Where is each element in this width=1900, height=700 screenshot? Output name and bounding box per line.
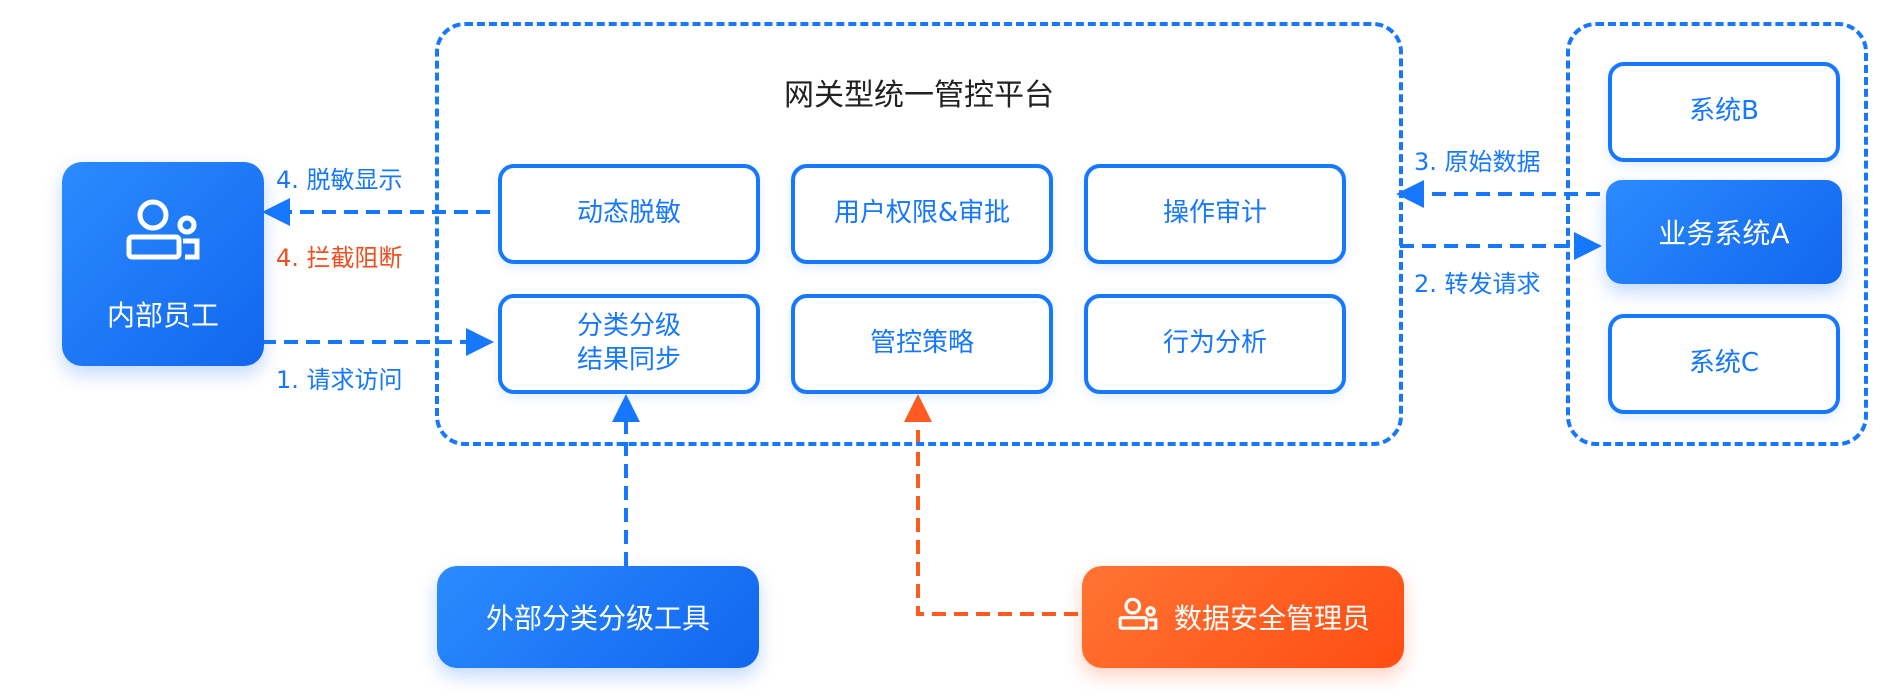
system-c[interactable]: 系统C <box>1608 314 1840 414</box>
arrowhead-request-access <box>466 328 494 356</box>
module-behavior-analysis[interactable]: 行为分析 <box>1084 294 1346 394</box>
external-classification-tool[interactable]: 外部分类分级工具 <box>437 566 759 668</box>
module-user-permission[interactable]: 用户权限&审批 <box>791 164 1053 264</box>
arrowhead-forward-request <box>1574 232 1602 260</box>
module-dynamic-masking[interactable]: 动态脱敏 <box>498 164 760 264</box>
internal-staff-card[interactable]: 内部员工 <box>62 162 264 366</box>
platform-frame <box>435 22 1403 446</box>
data-security-admin-label: 数据安全管理员 <box>1173 602 1370 635</box>
user-group-icon <box>1116 595 1160 640</box>
arrowhead-masked-display <box>262 198 290 226</box>
arrow-admin-policy <box>916 420 1078 616</box>
label-intercept-block: 4. 拦截阻断 <box>276 244 403 272</box>
label-request-access: 1. 请求访问 <box>276 366 403 394</box>
arrowhead-raw-data <box>1396 180 1424 208</box>
label-raw-data: 3. 原始数据 <box>1414 148 1541 176</box>
label-masked-display: 4. 脱敏显示 <box>276 166 403 194</box>
label-forward-request: 2. 转发请求 <box>1414 270 1541 298</box>
platform-title: 网关型统一管控平台 <box>784 78 1054 113</box>
data-security-admin[interactable]: 数据安全管理员 <box>1082 566 1404 668</box>
user-group-icon <box>121 195 205 272</box>
internal-staff-label: 内部员工 <box>106 298 219 332</box>
arrowhead-external-tool <box>612 394 640 422</box>
module-control-policy[interactable]: 管控策略 <box>791 294 1053 394</box>
system-b[interactable]: 系统B <box>1608 62 1840 162</box>
arrowhead-admin-policy <box>904 394 932 422</box>
business-system-a[interactable]: 业务系统A <box>1606 180 1842 284</box>
module-operation-audit[interactable]: 操作审计 <box>1084 164 1346 264</box>
systems-frame <box>1566 22 1868 446</box>
module-classification-sync[interactable]: 分类分级 结果同步 <box>498 294 760 394</box>
